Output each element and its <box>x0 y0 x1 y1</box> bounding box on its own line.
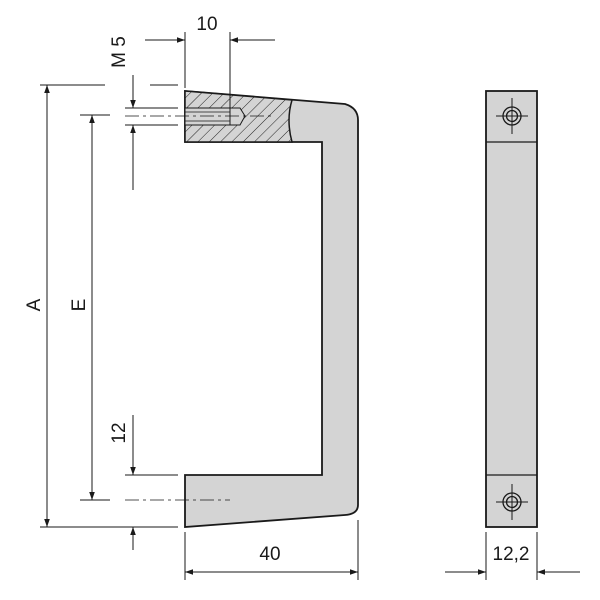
dim-overall-length: A <box>24 298 45 311</box>
dim-thread: M 5 <box>109 36 130 68</box>
dim-thickness: 12,2 <box>493 544 530 565</box>
handle-side-view <box>485 90 538 528</box>
hole-top-icon <box>496 98 528 134</box>
dim-depth: 40 <box>259 544 280 565</box>
threaded-hole <box>184 107 246 126</box>
dim-leg-height: 12 <box>109 422 130 443</box>
handle-front-view <box>184 90 359 528</box>
dim-hole-spacing: E <box>69 299 90 312</box>
hole-bottom-icon <box>496 484 528 520</box>
dim-width-slot: 10 <box>196 14 217 35</box>
